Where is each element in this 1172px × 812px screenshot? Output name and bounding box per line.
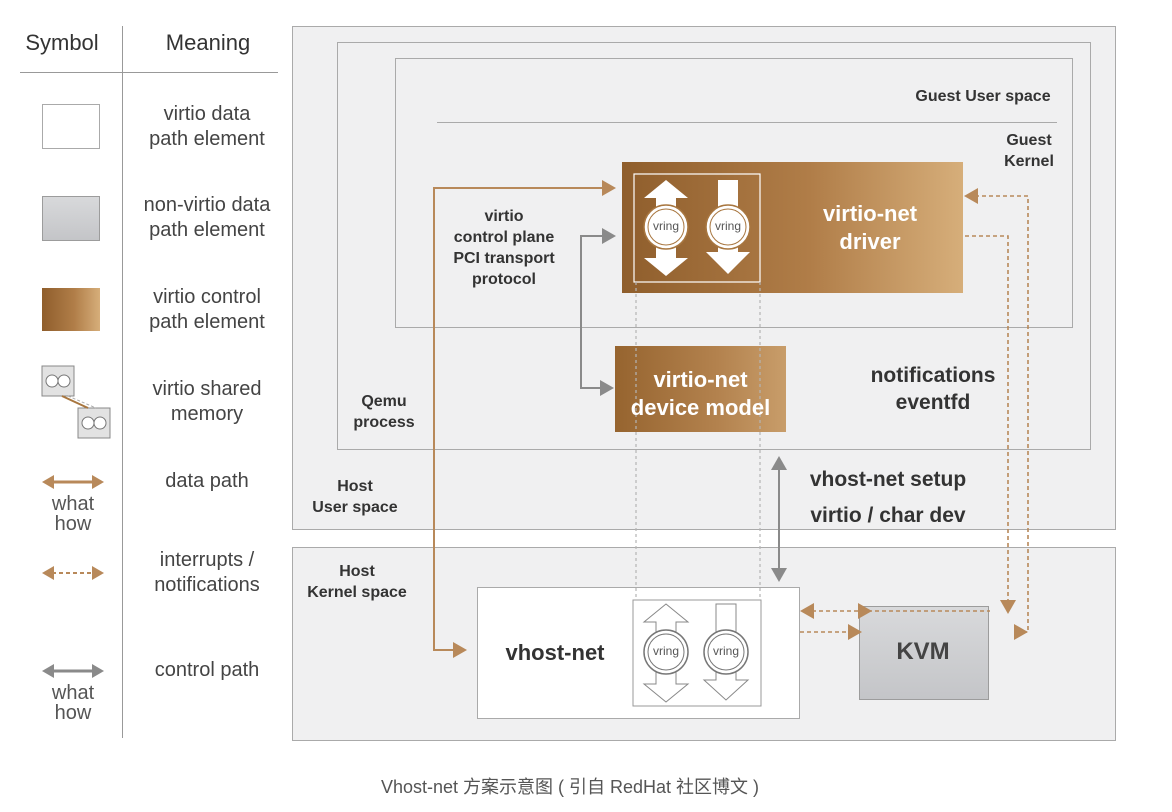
device-model-box: [615, 346, 786, 432]
data-path-arrow-icon: [42, 475, 104, 489]
legend-how-label: how: [54, 513, 92, 535]
arrowhead: [600, 380, 614, 396]
arrowhead: [964, 188, 978, 204]
vring-icon: [707, 633, 745, 671]
kvm-label: KVM: [896, 638, 950, 665]
vring-icon: [643, 204, 689, 250]
legend-swatch-white: [42, 104, 100, 149]
vring-icon: [647, 208, 685, 246]
control-plane-label: virtio control plane PCI transport proto…: [453, 208, 555, 288]
vring-label: vring: [652, 644, 679, 658]
arrowhead: [771, 456, 787, 470]
driver-vring-frame: [633, 173, 761, 283]
vring-label: vring: [712, 644, 739, 658]
notification-arrow-icon: [42, 566, 104, 580]
vhost-vring-frame: [632, 599, 762, 707]
figure-caption: Vhost-net 方案示意图 ( 引自 RedHat 社区博文 ): [380, 777, 760, 797]
arrowhead: [1000, 600, 1016, 614]
vring-icon: [643, 629, 689, 675]
legend-what-label: what: [51, 493, 95, 515]
notification-line: [965, 235, 1009, 604]
control-path-line: [580, 235, 614, 389]
vring-label: vring: [714, 219, 741, 233]
arrowhead: [602, 180, 616, 196]
legend-column-divider: [122, 26, 123, 738]
arrowhead: [800, 603, 814, 619]
vring-icon: [647, 633, 685, 671]
legend-symbol-header: Symbol: [25, 30, 99, 55]
vring-label: vring: [652, 219, 679, 233]
guest-user-space-label: Guest User space: [915, 88, 1051, 105]
legend-swatch-brown: [42, 288, 100, 331]
data-path-line: [433, 187, 614, 651]
legend-how-label: how: [54, 702, 92, 724]
shared-memory-icon: [41, 365, 111, 439]
arrowhead: [848, 624, 862, 640]
legend-meaning-header: Meaning: [165, 30, 251, 55]
arrowhead: [1014, 624, 1028, 640]
arrowhead: [771, 568, 787, 582]
legend-text: control path: [154, 659, 260, 681]
vring-icon: [709, 208, 747, 246]
legend-swatch-gray: [42, 196, 100, 241]
legend-text: data path: [165, 470, 249, 492]
vhost-net-label: vhost-net: [505, 640, 605, 665]
legend-header-divider: [20, 72, 278, 73]
arrowhead: [453, 642, 467, 658]
vring-icon: [705, 204, 751, 250]
legend-what-label: what: [51, 682, 95, 704]
arrowhead: [858, 603, 872, 619]
arrowhead: [602, 228, 616, 244]
legend-text: interrupts /notifications: [154, 549, 260, 596]
vring-icon: [703, 629, 749, 675]
kvm-box: [859, 606, 989, 700]
guest-user-kernel-divider: [437, 122, 1057, 123]
control-path-arrow-icon: [42, 664, 104, 678]
